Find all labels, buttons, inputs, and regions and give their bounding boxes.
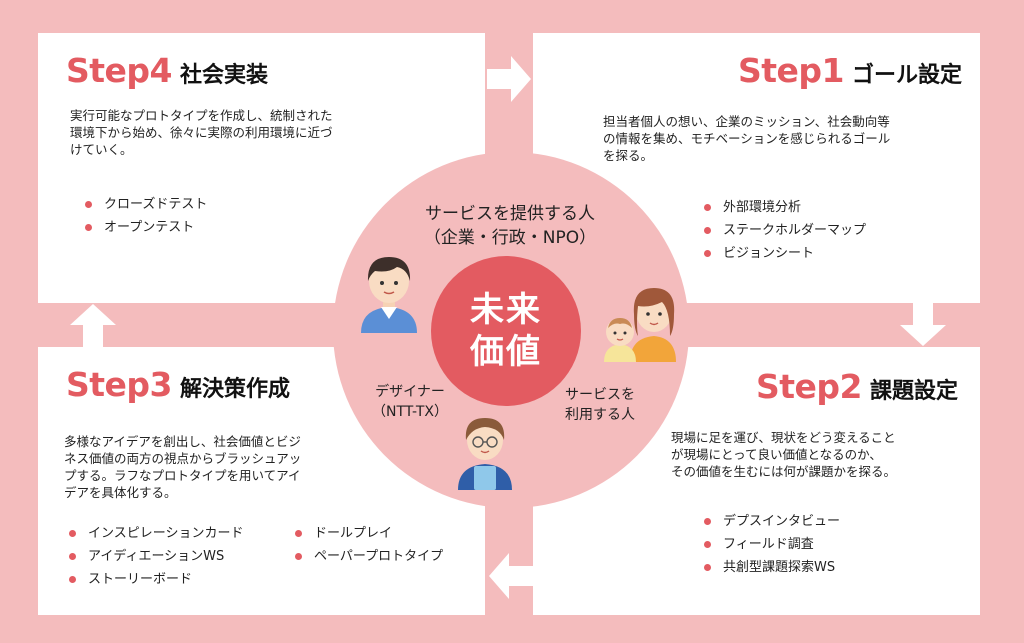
step3-bullet-list-right: ドールプレイペーパープロトタイプ	[292, 522, 443, 568]
service-provider-person-icon	[361, 257, 417, 333]
step3-bullet-item: ストーリーボード	[66, 568, 243, 591]
provider-sublabel: （企業・行政・NPO）	[423, 228, 597, 248]
designer-sublabel: （NTT-TX）	[372, 404, 448, 420]
arrow-step1-to-step2-icon	[900, 303, 946, 346]
step2-description: 現場に足を運び、現状をどう変えること が現場にとって良い価値となるのか、 その価…	[671, 430, 897, 479]
arrow-step3-to-step4-icon	[70, 304, 116, 347]
step3-bullet-item: アイディエーションWS	[66, 545, 243, 568]
step4-bullet-item: クローズドテスト	[82, 193, 207, 216]
service-user-family-icon	[604, 288, 676, 362]
step3-bullet-item: インスピレーションカード	[66, 522, 243, 545]
step2-bullet-item: 共創型課題探索WS	[701, 556, 840, 579]
step2-bullet-item: フィールド調査	[701, 533, 840, 556]
step4-panel: Step4 社会実装 実行可能なプロトタイプを作成し、統制された 環境下から始め…	[38, 33, 485, 303]
designer-person-icon	[458, 418, 512, 490]
step3-label: Step3	[66, 365, 173, 404]
step3-title: Step3 解決策作成	[66, 365, 290, 404]
step3-name: 解決策作成	[180, 377, 291, 402]
step2-name: 課題設定	[869, 379, 958, 404]
step4-label: Step4	[66, 51, 173, 90]
step3-bullet-item: ペーパープロトタイプ	[292, 545, 443, 568]
step4-bullet-list: クローズドテストオープンテスト	[82, 193, 207, 239]
arrow-step2-to-step3-icon	[489, 553, 533, 599]
step2-bullet-item: デプスインタビュー	[701, 510, 840, 533]
step1-bullet-item: 外部環境分析	[701, 196, 866, 219]
step4-name: 社会実装	[180, 63, 269, 88]
step2-title: Step2 課題設定	[756, 367, 958, 406]
designer-label: デザイナー	[375, 384, 445, 400]
step4-bullet-item: オープンテスト	[82, 216, 207, 239]
core-line-1: 未来	[470, 290, 542, 330]
provider-label: サービスを提供する人	[425, 204, 595, 224]
step1-bullet-item: ビジョンシート	[701, 242, 866, 265]
step1-title: Step1 ゴール設定	[738, 51, 962, 90]
step2-label: Step2	[755, 367, 863, 406]
step3-bullet-item: ドールプレイ	[292, 522, 443, 545]
step1-bullet-list: 外部環境分析ステークホルダーマップビジョンシート	[701, 196, 866, 265]
user-sublabel: 利用する人	[565, 407, 635, 423]
step4-title: Step4 社会実装	[66, 51, 268, 90]
core-line-2: 価値	[470, 332, 542, 372]
future-value-core: 未来 価値	[431, 256, 581, 406]
step1-bullet-item: ステークホルダーマップ	[701, 219, 866, 242]
step1-description: 担当者個人の想い、企業のミッション、社会動向等 の情報を集め、モチベーションを感…	[603, 114, 891, 163]
arrow-step4-to-step1-icon	[487, 56, 531, 102]
step4-description: 実行可能なプロトタイプを作成し、統制された 環境下から始め、徐々に実際の利用環境…	[70, 108, 333, 157]
step3-description: 多様なアイデアを創出し、社会価値とビジ ネス価値の両方の視点からブラッシュアッ …	[64, 434, 302, 500]
step2-bullet-list: デプスインタビューフィールド調査共創型課題探索WS	[701, 510, 840, 579]
step1-name: ゴール設定	[851, 63, 962, 88]
user-label: サービスを	[565, 387, 635, 403]
step1-label: Step1	[737, 51, 845, 90]
